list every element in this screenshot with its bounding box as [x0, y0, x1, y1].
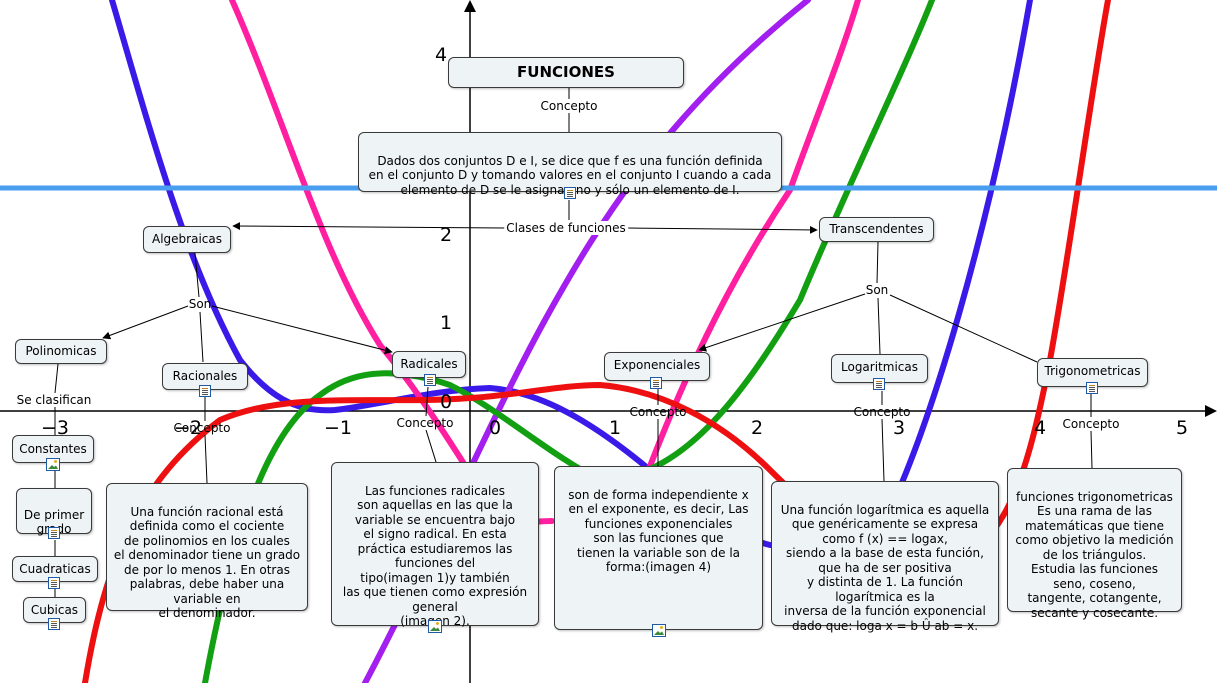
- node-polinomicas[interactable]: Polinomicas: [15, 339, 107, 364]
- definition-text: Dados dos conjuntos D e I, se dice que f…: [368, 153, 772, 197]
- exponenciales-description-text: son de forma independiente x en el expon…: [568, 487, 749, 575]
- y-tick-label: 1: [439, 312, 453, 334]
- x-tick-label: 4: [1033, 417, 1047, 439]
- constantes-label: Constantes: [19, 441, 87, 456]
- algebraicas-label: Algebraicas: [152, 232, 222, 247]
- link-label-concepto-radicales: Concepto: [396, 416, 454, 430]
- x-tick-label: 0: [488, 417, 502, 439]
- cuadraticas-label: Cuadraticas: [19, 561, 91, 576]
- x-tick-label: −1: [323, 417, 353, 439]
- node-logaritmicas-description[interactable]: Una función logarítmica es aquella que g…: [771, 481, 999, 633]
- document-icon[interactable]: [873, 378, 885, 390]
- document-icon[interactable]: [48, 577, 60, 589]
- green-curve: [202, 0, 935, 683]
- racionales-label: Racionales: [172, 369, 238, 383]
- document-icon[interactable]: [48, 527, 60, 539]
- link-polinomicas-to-seclasifican: [54, 363, 59, 394]
- link-label-se-clasifican: Se clasifican: [16, 393, 92, 407]
- link-label-son-left: Son: [188, 297, 212, 311]
- link-transcendentes-to-son: [876, 241, 879, 284]
- image-icon[interactable]: [428, 620, 442, 633]
- node-trigonometricas-description[interactable]: funciones trigonometricas Es una rama de…: [1007, 468, 1182, 620]
- y-tick-label: 2: [439, 224, 453, 246]
- link-concepto-to-trigonometricas-desc: [1090, 430, 1093, 469]
- link-clases-to-transcendentes: [627, 225, 818, 234]
- polinomicas-label: Polinomicas: [25, 344, 97, 359]
- x-tick-label: 1: [608, 417, 622, 439]
- node-racionales-description[interactable]: Una función racional está definida como …: [106, 483, 308, 620]
- link-label-concepto-exponenciales: Concepto: [629, 405, 687, 419]
- image-icon[interactable]: [46, 458, 60, 471]
- link-radicales-to-concepto: [425, 386, 429, 417]
- document-icon[interactable]: [650, 377, 662, 389]
- radicales-label: Radicales: [400, 357, 458, 371]
- exponenciales-label: Exponenciales: [613, 358, 701, 372]
- link-label-concepto-logaritmicas: Concepto: [853, 405, 911, 419]
- link-son-to-polinomicas: [102, 305, 189, 340]
- document-icon[interactable]: [564, 187, 576, 199]
- x-tick-label: 3: [892, 417, 906, 439]
- link-label-concepto-top: Concepto: [540, 99, 598, 113]
- link-son-to-radicales: [211, 305, 393, 355]
- node-radicales-description[interactable]: Las funciones radicales son aquellas en …: [331, 462, 539, 629]
- logaritmicas-label: Logaritmicas: [841, 360, 918, 374]
- logaritmicas-description-text: Una función logarítmica es aquella que g…: [780, 502, 990, 633]
- document-icon[interactable]: [424, 374, 436, 386]
- x-tick-label: 2: [750, 417, 764, 439]
- pink-curve-right: [627, 0, 861, 523]
- y-tick-label: 0: [439, 391, 453, 413]
- link-label-concepto-trigonometricas: Concepto: [1062, 417, 1120, 431]
- link-algebraicas-to-son: [194, 252, 200, 298]
- document-icon[interactable]: [48, 618, 60, 630]
- map-title: FUNCIONES: [517, 63, 615, 82]
- link-clases-to-algebraicas: [232, 222, 506, 231]
- trigonometricas-label: Trigonometricas: [1044, 364, 1141, 378]
- y-axis-arrow: [464, 0, 476, 12]
- radicales-description-text: Las funciones radicales son aquellas en …: [342, 483, 528, 629]
- document-icon[interactable]: [1086, 382, 1098, 394]
- link-label-concepto-racionales: Concepto: [173, 421, 231, 435]
- link-concepto-to-radicales-desc: [425, 429, 437, 463]
- node-funciones[interactable]: FUNCIONES: [448, 57, 684, 88]
- link-son-to-trigonometricas: [889, 294, 1038, 363]
- x-tick-label: −2: [173, 417, 203, 439]
- racionales-description-text: Una función racional está definida como …: [113, 504, 301, 621]
- y-tick-label: 4: [434, 44, 448, 66]
- node-exponenciales-description[interactable]: son de forma independiente x en el expon…: [554, 466, 763, 630]
- node-de-primer-grado[interactable]: De primer grado: [16, 488, 92, 536]
- link-son-to-logaritmicas: [877, 297, 881, 355]
- link-son-to-racionales: [199, 311, 204, 363]
- link-concepto-to-racionales-desc: [204, 434, 208, 484]
- image-icon[interactable]: [652, 624, 666, 637]
- node-transcendentes[interactable]: Transcendentes: [819, 217, 934, 242]
- node-algebraicas[interactable]: Algebraicas: [143, 226, 231, 253]
- x-axis-arrow: [1205, 405, 1217, 417]
- document-icon[interactable]: [199, 385, 211, 397]
- transcendentes-label: Transcendentes: [829, 222, 924, 237]
- link-label-son-right: Son: [865, 283, 889, 297]
- node-definition[interactable]: Dados dos conjuntos D e I, se dice que f…: [358, 132, 782, 197]
- trigonometricas-description-text: funciones trigonometricas Es una rama de…: [1015, 489, 1174, 620]
- x-tick-label: −3: [40, 417, 70, 439]
- x-tick-label: 5: [1175, 417, 1189, 439]
- link-son-to-exponenciales: [698, 293, 866, 352]
- blue-curve-right: [882, 0, 1033, 523]
- link-label-clases: Clases de funciones: [504, 221, 628, 235]
- link-concepto-to-logaritmicas-desc: [881, 418, 885, 482]
- cubicas-label: Cubicas: [30, 602, 79, 617]
